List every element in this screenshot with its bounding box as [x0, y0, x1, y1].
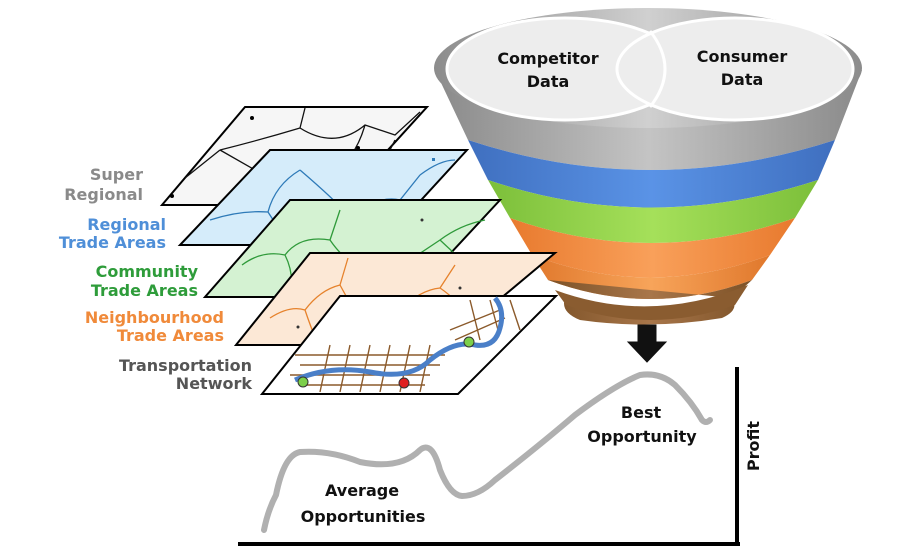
label-transportation-line1: Transportation [119, 356, 252, 375]
layer-labels: Super Regional Regional Trade Areas Comm… [59, 165, 253, 393]
competitor-label-line2: Data [527, 72, 570, 91]
best-opportunity-line1: Best [621, 403, 662, 422]
label-community-line1: Community [96, 262, 199, 281]
data-funnel: Competitor Data Consumer Data [434, 8, 862, 325]
label-super-regional-line1: Super [90, 165, 143, 184]
profit-curve [261, 371, 713, 533]
consumer-label-line1: Consumer [697, 47, 788, 66]
label-community-line2: Trade Areas [91, 281, 198, 300]
funnel-band-green [488, 180, 818, 243]
competitor-label-line1: Competitor [497, 49, 598, 68]
profit-graph: Best Opportunity Average Opportunities P… [238, 367, 763, 546]
best-opportunity-line2: Opportunity [587, 427, 697, 446]
average-opportunities-line2: Opportunities [301, 507, 426, 526]
label-transportation-line2: Network [176, 374, 253, 393]
funnel-band-orange [510, 218, 795, 278]
label-neighbourhood-line2: Trade Areas [117, 326, 224, 345]
label-super-regional-line2: Regional [64, 185, 143, 204]
average-opportunities-line1: Average [325, 481, 399, 500]
circle-overlap-outline [648, 30, 667, 108]
profit-axis-label: Profit [744, 421, 763, 471]
down-arrow-icon [626, 324, 668, 363]
funnel-bottom [555, 285, 748, 320]
label-regional-line1: Regional [87, 215, 166, 234]
layer-transportation [259, 295, 559, 395]
label-regional-line2: Trade Areas [59, 233, 166, 252]
consumer-circle [615, 16, 855, 122]
funnel-band-blue [468, 140, 835, 208]
consumer-label-line2: Data [721, 70, 764, 89]
label-neighbourhood-line1: Neighbourhood [85, 308, 224, 327]
